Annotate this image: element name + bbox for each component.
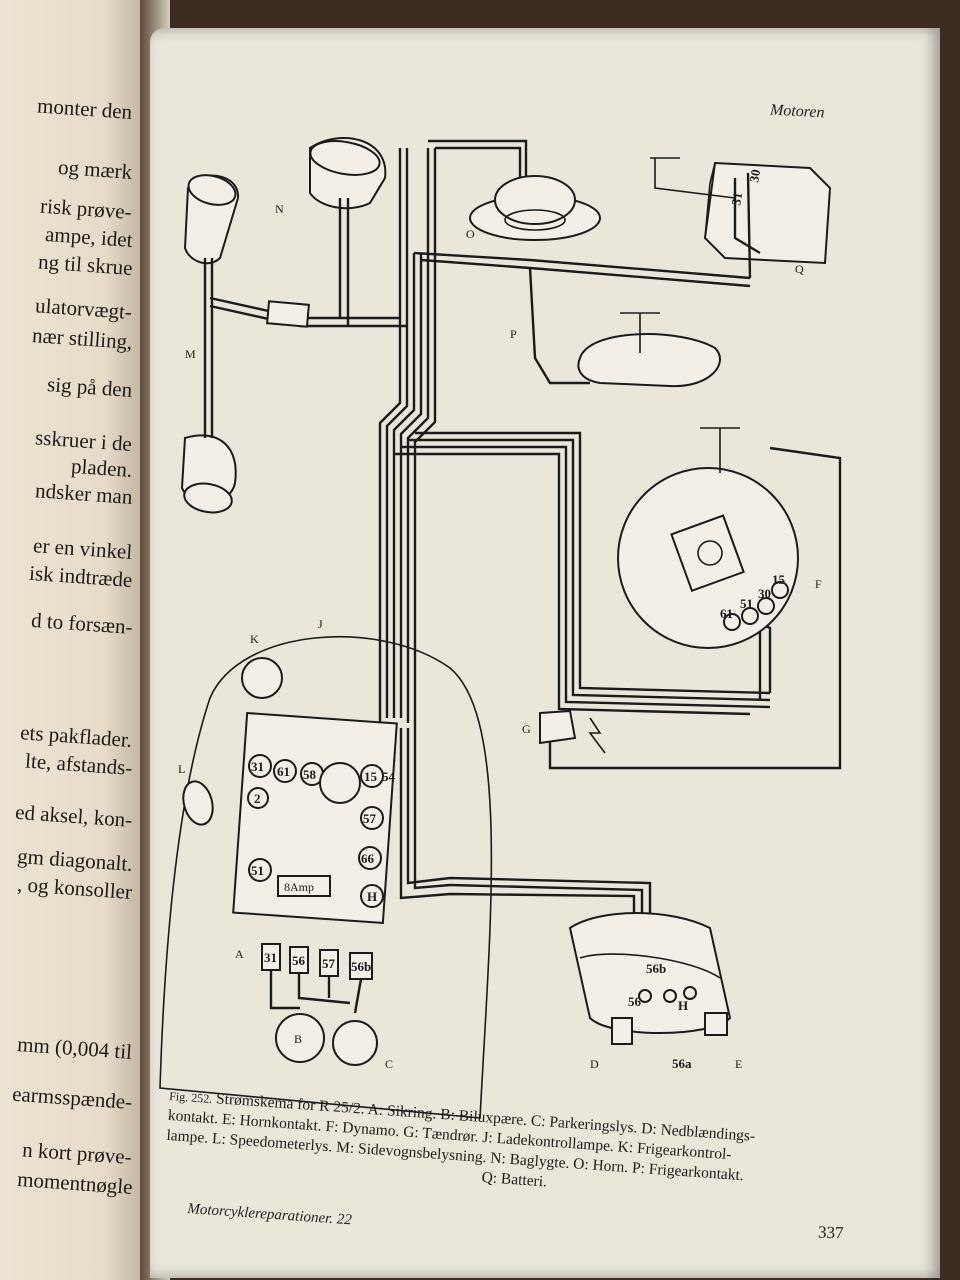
svg-text:61: 61 bbox=[720, 606, 733, 621]
svg-text:A: A bbox=[235, 947, 244, 961]
terminal-57: 57 bbox=[363, 811, 377, 826]
left-page-line: gm diagonalt. bbox=[15, 843, 133, 876]
left-page-line: momentnøgle bbox=[15, 1166, 133, 1199]
terminal-15: 15 bbox=[364, 769, 378, 784]
svg-text:56b: 56b bbox=[646, 961, 666, 976]
connector bbox=[266, 300, 310, 328]
regulator-terminals: 31 61 58 15 54 2 57 51 66 H 8Amp bbox=[247, 754, 396, 908]
terminal-54: 54 bbox=[382, 769, 396, 784]
left-page-line: d to forsæn- bbox=[29, 607, 133, 639]
svg-text:15: 15 bbox=[772, 572, 786, 587]
svg-text:C: C bbox=[385, 1057, 393, 1071]
svg-text:31: 31 bbox=[728, 191, 745, 206]
fuse-rating: 8Amp bbox=[284, 880, 314, 894]
svg-text:H: H bbox=[678, 998, 688, 1013]
neutral-lamp bbox=[241, 657, 283, 699]
regulator-block bbox=[232, 711, 398, 925]
terminal-strip: 31 56 57 56b bbox=[261, 943, 373, 1014]
page-footer: Motorcyklereparationer. 22 bbox=[186, 1201, 353, 1229]
left-page-line: ndsker man bbox=[34, 478, 133, 509]
svg-text:57: 57 bbox=[322, 956, 336, 971]
horn bbox=[469, 175, 601, 241]
left-page-line: isk indtræde bbox=[28, 560, 133, 592]
terminal-31: 31 bbox=[251, 759, 264, 774]
terminal-51: 51 bbox=[251, 863, 264, 878]
terminal-H: H bbox=[367, 889, 377, 904]
left-page-line: ampe, idet bbox=[43, 221, 133, 252]
terminal-61: 61 bbox=[277, 764, 290, 779]
left-page-line: , og konsoller bbox=[16, 872, 133, 904]
terminal-2: 2 bbox=[254, 791, 261, 806]
svg-text:56: 56 bbox=[292, 953, 306, 968]
svg-text:M: M bbox=[185, 347, 196, 361]
left-page-line: n kort prøve- bbox=[21, 1137, 133, 1169]
svg-text:D: D bbox=[590, 1057, 599, 1071]
speedometer-light bbox=[182, 780, 214, 826]
svg-text:56a: 56a bbox=[672, 1056, 692, 1071]
right-page: Motoren bbox=[150, 28, 940, 1278]
terminal-66: 66 bbox=[361, 851, 375, 866]
dynamo: 61 51 30 15 bbox=[617, 427, 799, 649]
fuse bbox=[277, 875, 331, 897]
svg-text:56: 56 bbox=[628, 994, 642, 1009]
left-page-line: sig på den bbox=[46, 372, 133, 402]
left-page-line: ed aksel, kon- bbox=[14, 799, 133, 832]
spark-plug bbox=[539, 709, 606, 754]
component-labels: A B C D E F G J K L M N O P Q bbox=[178, 202, 822, 1071]
left-page-line: risk prøve- bbox=[39, 193, 133, 224]
bilux-bulb bbox=[275, 1013, 325, 1063]
left-page-line: earmsspænde- bbox=[11, 1081, 133, 1114]
svg-text:J: J bbox=[318, 617, 323, 631]
svg-text:G: G bbox=[522, 722, 531, 736]
svg-text:B: B bbox=[294, 1032, 302, 1046]
svg-text:K: K bbox=[250, 632, 259, 646]
left-page-line: mm (0,004 til bbox=[16, 1032, 133, 1064]
svg-text:N: N bbox=[275, 202, 284, 216]
page-number: 337 bbox=[817, 1222, 844, 1243]
headlamp-shell bbox=[159, 636, 493, 1119]
left-page-line: ulatorvægt- bbox=[34, 293, 133, 324]
svg-text:51: 51 bbox=[740, 596, 753, 611]
svg-text:O: O bbox=[466, 227, 475, 241]
left-page-line: er en vinkel bbox=[32, 533, 133, 564]
parking-bulb bbox=[332, 1020, 378, 1066]
left-page-line: lte, afstands- bbox=[24, 748, 133, 780]
svg-text:Q: Q bbox=[795, 262, 804, 276]
battery bbox=[650, 157, 832, 279]
svg-text:E: E bbox=[735, 1057, 742, 1071]
wiring-diagram: 31 61 58 15 54 2 57 51 66 H 8Amp 31 bbox=[159, 137, 842, 1119]
svg-text:56b: 56b bbox=[351, 959, 371, 974]
caption-lead: Fig. 252. bbox=[168, 1088, 213, 1106]
svg-text:F: F bbox=[815, 577, 822, 591]
svg-text:30: 30 bbox=[746, 168, 763, 183]
left-page-line: ng til skrue bbox=[36, 249, 133, 280]
handlebar-switch: 56b 56 H 56a bbox=[568, 912, 732, 1071]
charge-lamp bbox=[319, 762, 361, 804]
left-page-line: sskruer i de bbox=[34, 425, 133, 456]
svg-text:31: 31 bbox=[264, 950, 277, 965]
left-page-line: og mærk bbox=[57, 154, 133, 184]
svg-text:L: L bbox=[178, 762, 185, 776]
left-page-line: monter den bbox=[36, 93, 133, 124]
left-page-line: ets pakflader. bbox=[19, 720, 133, 752]
terminal-58: 58 bbox=[303, 767, 317, 782]
neutral-switch bbox=[577, 312, 721, 388]
left-page-line: nær stilling, bbox=[31, 323, 133, 354]
svg-text:30: 30 bbox=[758, 586, 771, 601]
svg-text:P: P bbox=[510, 327, 517, 341]
left-page-line: pladen. bbox=[70, 453, 133, 482]
